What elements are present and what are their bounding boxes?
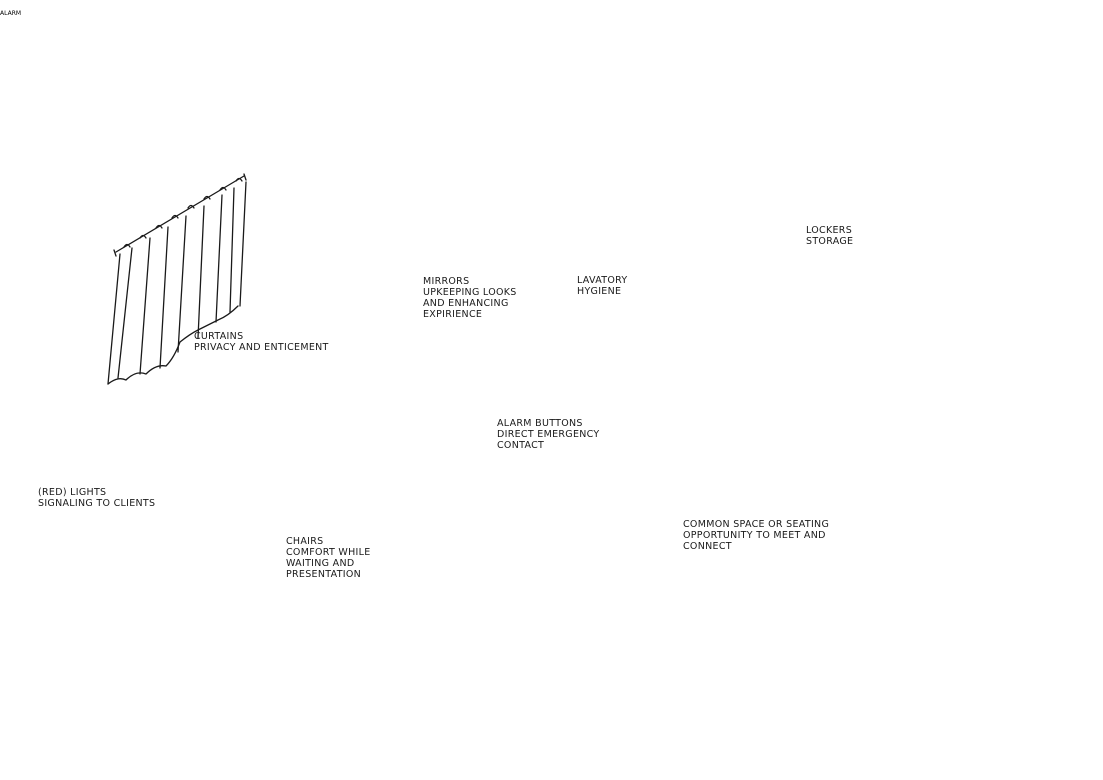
lockers-label-line2: STORAGE bbox=[806, 236, 854, 247]
alarm-label: ALARM BUTTONS DIRECT EMERGENCY CONTACT bbox=[497, 418, 600, 451]
alarm-label-line3: CONTACT bbox=[497, 440, 545, 451]
alarm-button-sketch: ALARM bbox=[0, 0, 21, 19]
alarm-label-line1: ALARM BUTTONS bbox=[497, 418, 583, 429]
common-space-label-line1: COMMON SPACE OR SEATING bbox=[683, 519, 830, 530]
lights-label-line2: SIGNALING TO CLIENTS bbox=[38, 498, 156, 509]
chairs-label-line1: CHAIRS bbox=[286, 536, 324, 547]
mirrors-label-line4: EXPIRIENCE bbox=[423, 309, 483, 320]
curtains-label-line1: CURTAINS bbox=[194, 331, 244, 342]
common-space-label: COMMON SPACE OR SEATING OPPORTUNITY TO M… bbox=[683, 519, 829, 552]
common-space-label-line2: OPPORTUNITY TO MEET AND bbox=[683, 530, 826, 541]
lockers-label: LOCKERS STORAGE bbox=[806, 225, 853, 247]
mirrors-label: MIRRORS UPKEEPING LOOKS AND ENHANCING EX… bbox=[423, 276, 517, 320]
alarm-button-text: ALARM bbox=[0, 10, 22, 17]
chairs-label-line2: COMFORT WHILE bbox=[286, 547, 371, 558]
chairs-label: CHAIRS COMFORT WHILE WAITING AND PRESENT… bbox=[286, 536, 371, 580]
curtains-label: CURTAINS PRIVACY AND ENTICEMENT bbox=[194, 331, 329, 353]
chairs-label-line3: WAITING AND bbox=[286, 558, 355, 569]
mirrors-label-line1: MIRRORS bbox=[423, 276, 470, 287]
lockers-label-line1: LOCKERS bbox=[806, 225, 853, 236]
common-space-label-line3: CONNECT bbox=[683, 541, 732, 552]
lavatory-label-line2: HYGIENE bbox=[577, 286, 622, 297]
lights-label-line1: (RED) LIGHTS bbox=[38, 487, 107, 498]
curtains-label-line2: PRIVACY AND ENTICEMENT bbox=[194, 342, 329, 353]
lavatory-label: LAVATORY HYGIENE bbox=[577, 275, 628, 297]
alarm-label-line2: DIRECT EMERGENCY bbox=[497, 429, 600, 440]
curtain-sketch bbox=[107, 173, 247, 385]
mirrors-label-line3: AND ENHANCING bbox=[423, 298, 509, 309]
lights-label: (RED) LIGHTS SIGNALING TO CLIENTS bbox=[38, 487, 155, 509]
mirrors-label-line2: UPKEEPING LOOKS bbox=[423, 287, 517, 298]
lavatory-label-line1: LAVATORY bbox=[577, 275, 628, 286]
chairs-label-line4: PRESENTATION bbox=[286, 569, 362, 580]
